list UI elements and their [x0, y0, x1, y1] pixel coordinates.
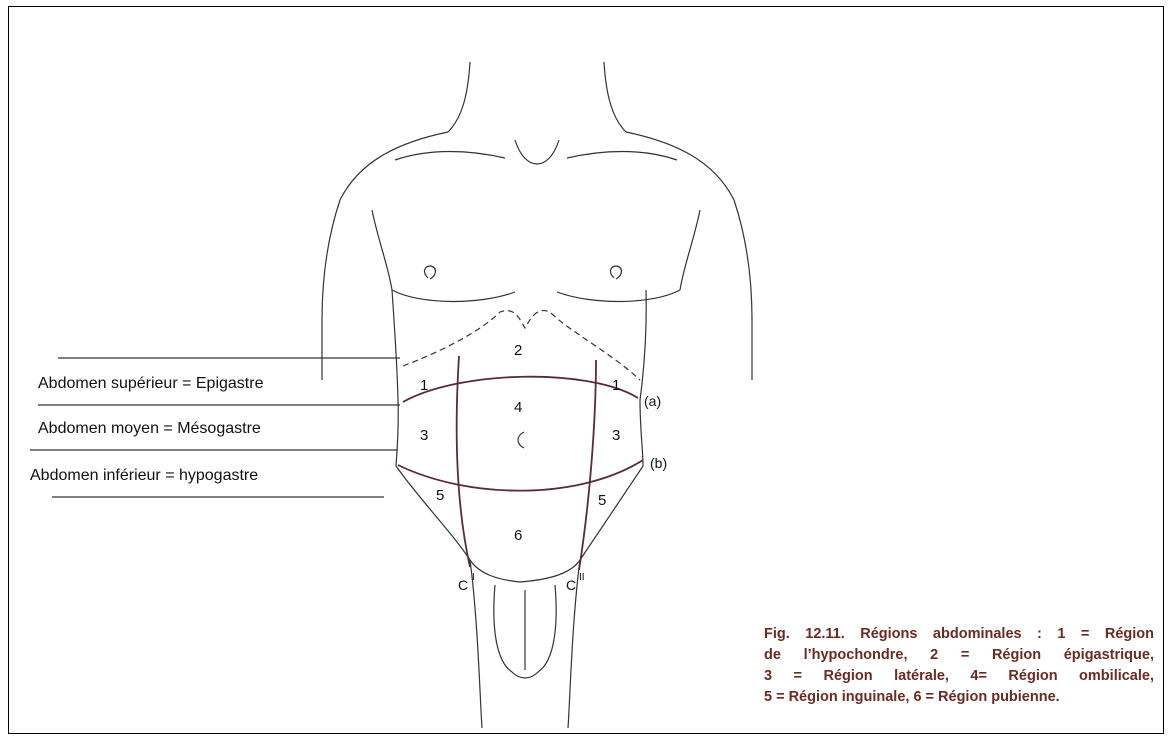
left-clavicle: [395, 152, 505, 161]
region-number-laterale-left: 3: [420, 427, 428, 444]
line-marker-c1-sup: I: [472, 572, 475, 583]
left-armpit: [372, 210, 392, 290]
sternal-notch: [515, 140, 559, 164]
torso-outline: [322, 62, 752, 728]
line-c1: [457, 356, 470, 567]
line-marker-c2: C: [566, 577, 576, 593]
zone-label-superieur: Abdomen supérieur = Epigastre: [38, 375, 264, 392]
right-flank: [640, 290, 646, 466]
caption-line-4: 5 = Région inguinale, 6 = Région pubienn…: [764, 687, 1154, 708]
region-number-inguinale-right: 5: [598, 492, 606, 509]
line-marker-c1: C: [458, 577, 468, 593]
region-number-hypochondre-right: 1: [612, 377, 620, 394]
neck-right: [604, 62, 626, 132]
region-number-pubienne: 6: [514, 527, 522, 544]
figure-caption: Fig. 12.11. Régions abdominales : 1 = Ré…: [764, 624, 1154, 708]
right-armpit: [680, 210, 700, 290]
right-pectoral: [557, 290, 680, 302]
left-shoulder-arm: [322, 132, 448, 380]
umbilicus: [518, 432, 524, 448]
right-clavicle: [567, 152, 677, 161]
line-marker-b: (b): [650, 455, 667, 471]
caption-line-3: 3 = Région latérale, 4= Région ombilical…: [764, 666, 1154, 687]
region-number-inguinale-left: 5: [436, 487, 444, 504]
zone-label-inferieur: Abdomen inférieur = hypogastre: [30, 467, 258, 484]
line-marker-a: (a): [644, 393, 661, 409]
region-number-laterale-right: 3: [612, 427, 620, 444]
line-marker-c2-sup: II: [579, 572, 585, 583]
line-c2: [579, 360, 596, 570]
left-flank: [392, 290, 398, 466]
zone-label-moyen: Abdomen moyen = Mésogastre: [38, 420, 261, 437]
region-number-epigastrique: 2: [514, 342, 522, 359]
caption-line-1: Fig. 12.11. Régions abdominales : 1 = Ré…: [764, 624, 1154, 645]
neck-left: [448, 62, 470, 132]
thigh-left: [470, 560, 482, 728]
left-nipple: [424, 266, 435, 279]
region-number-hypochondre-left: 1: [420, 377, 428, 394]
line-b: [398, 460, 643, 491]
region-number-ombilicale: 4: [514, 399, 522, 416]
left-pectoral: [392, 290, 515, 302]
caption-line-2: de l’hypochondre, 2 = Région épigastriqu…: [764, 645, 1154, 666]
right-nipple: [610, 266, 621, 279]
